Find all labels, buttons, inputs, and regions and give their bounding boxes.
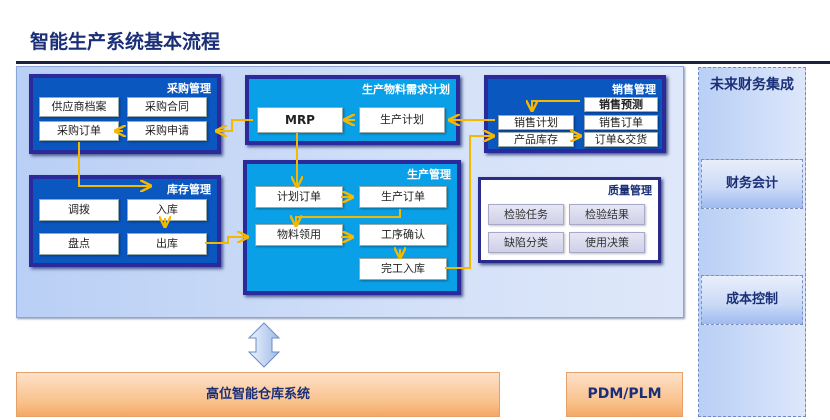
- node-completion-inbound[interactable]: 完工入库: [359, 258, 447, 280]
- group-purchase: 采购管理 供应商档案 采购合同 采购订单 采购申请: [29, 74, 221, 154]
- group-mrp-plan-label: 生产物料需求计划: [362, 83, 450, 96]
- node-purchase-order[interactable]: 采购订单: [39, 121, 119, 141]
- title-divider: [16, 61, 830, 64]
- node-production-order[interactable]: 生产订单: [359, 186, 447, 208]
- finance-column-title: 未来财务集成: [710, 77, 794, 93]
- node-usage-decision[interactable]: 使用决策: [569, 232, 645, 253]
- page-title: 智能生产系统基本流程: [30, 31, 221, 53]
- node-material-issue[interactable]: 物料领用: [255, 224, 343, 246]
- node-sales-order[interactable]: 销售订单: [584, 115, 658, 130]
- node-outbound[interactable]: 出库: [127, 233, 207, 255]
- node-transfer[interactable]: 调拨: [39, 199, 119, 221]
- node-mrp[interactable]: MRP: [257, 107, 343, 133]
- pdm-plm-bar[interactable]: PDM/PLM: [566, 372, 683, 417]
- group-quality-label: 质量管理: [608, 184, 652, 197]
- node-order-delivery[interactable]: 订单&交货: [584, 132, 658, 147]
- double-arrow-icon: [247, 322, 281, 368]
- node-sales-forecast[interactable]: 销售预测: [584, 97, 658, 112]
- node-stocktake[interactable]: 盘点: [39, 233, 119, 255]
- node-inspection-result[interactable]: 检验结果: [569, 204, 645, 225]
- node-purchase-request[interactable]: 采购申请: [127, 121, 207, 141]
- node-financial-accounting[interactable]: 财务会计: [701, 159, 803, 209]
- pdm-plm-label: PDM/PLM: [587, 386, 662, 402]
- group-inventory-label: 库存管理: [167, 183, 211, 196]
- node-product-stock[interactable]: 产品库存: [498, 132, 574, 147]
- group-production: 生产管理 计划订单 生产订单 物料领用 工序确认 完工入库: [243, 160, 461, 295]
- node-production-plan[interactable]: 生产计划: [359, 107, 445, 133]
- group-mrp-plan: 生产物料需求计划 MRP 生产计划: [245, 75, 460, 145]
- warehouse-system-bar[interactable]: 高位智能仓库系统: [16, 372, 500, 417]
- group-sales: 销售管理 销售预测 销售计划 销售订单 产品库存 订单&交货: [484, 75, 666, 153]
- node-sales-plan[interactable]: 销售计划: [498, 115, 574, 130]
- node-purchase-contract[interactable]: 采购合同: [127, 97, 207, 117]
- node-planned-order[interactable]: 计划订单: [255, 186, 343, 208]
- node-supplier-file[interactable]: 供应商档案: [39, 97, 119, 117]
- group-quality: 质量管理 检验任务 检验结果 缺陷分类 使用决策: [478, 177, 661, 263]
- finance-column: 未来财务集成 财务会计 成本控制: [698, 67, 806, 417]
- node-defect-class[interactable]: 缺陷分类: [488, 232, 564, 253]
- group-sales-label: 销售管理: [612, 83, 656, 96]
- group-purchase-label: 采购管理: [167, 82, 211, 95]
- node-inbound[interactable]: 入库: [127, 199, 207, 221]
- group-production-label: 生产管理: [407, 168, 451, 181]
- node-inspection-task[interactable]: 检验任务: [488, 204, 564, 225]
- group-inventory: 库存管理 调拨 入库 盘点 出库: [29, 175, 221, 267]
- node-operation-confirm[interactable]: 工序确认: [359, 224, 447, 246]
- warehouse-system-label: 高位智能仓库系统: [205, 387, 310, 402]
- node-cost-control[interactable]: 成本控制: [701, 275, 803, 325]
